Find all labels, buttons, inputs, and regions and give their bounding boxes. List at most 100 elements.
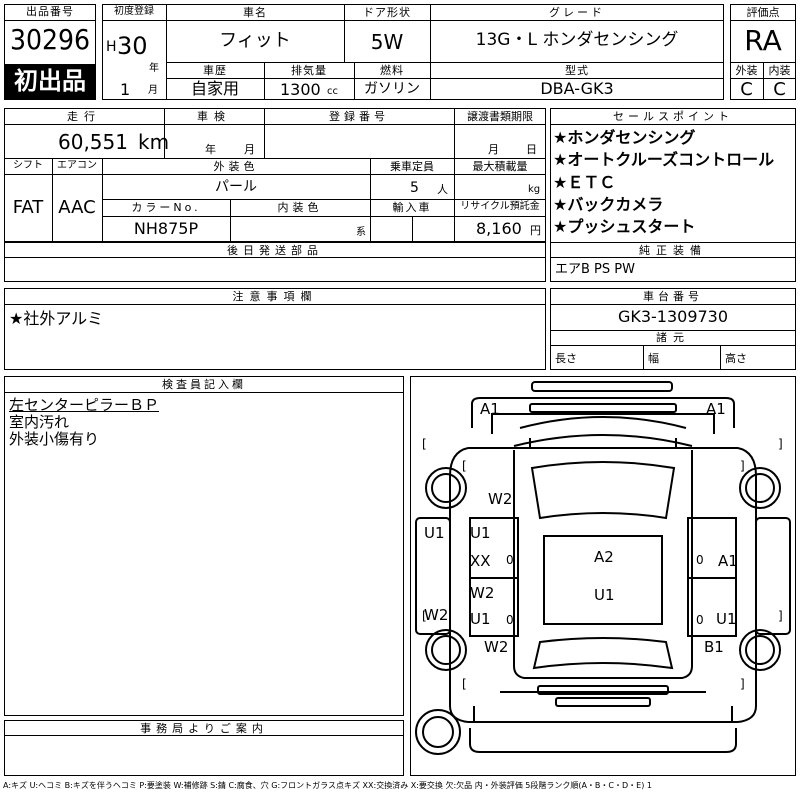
- inspector-line: 外装小傷有り: [9, 430, 100, 448]
- chassis-label: 車台番号: [643, 290, 703, 303]
- import-label: 輸入車: [392, 201, 432, 214]
- aircon-value: AAC: [58, 197, 96, 218]
- chassis-value: GK3-1309730: [617, 307, 729, 326]
- displacement-unit: cc: [327, 86, 338, 97]
- grade-value: 13G・L ホンダセンシング: [475, 30, 679, 50]
- svg-text:]: ]: [778, 609, 783, 623]
- mark-right-front-door: A1: [718, 552, 738, 570]
- dimensions-label: 諸元: [656, 331, 690, 344]
- max-load-unit: kg: [528, 184, 541, 195]
- sales-points-label: セールスポイント: [613, 110, 733, 123]
- recycle-unit: 円: [530, 224, 541, 237]
- svg-text:]: ]: [740, 459, 745, 473]
- equipment-label: 純正装備: [639, 244, 707, 257]
- lot-label: 出品番号: [26, 5, 74, 18]
- aircon-label: エアコン: [57, 160, 97, 171]
- sales-point-item: ★バックカメラ: [553, 195, 664, 214]
- notes-box: [4, 288, 546, 370]
- mileage-label: 走行: [67, 110, 101, 123]
- mark-left-rear-door-1: W2: [470, 584, 494, 602]
- exterior-label: 外装: [735, 64, 758, 77]
- model-label: 型式: [565, 64, 589, 77]
- inspection-year-unit: 年: [205, 143, 216, 156]
- equipment-value: エアB PS PW: [555, 262, 635, 277]
- history-label: 車歴: [203, 64, 227, 77]
- mark-left-rear-fender: W2: [484, 638, 508, 656]
- car-diagram: [410, 376, 796, 776]
- mark-left-front-side: U1: [424, 524, 445, 542]
- exterior-color-value: パール: [215, 179, 257, 195]
- inspector-box: [4, 376, 404, 716]
- first-listing-text: 初出品: [14, 67, 86, 95]
- sales-point-item: ★ＥＴＣ: [553, 173, 616, 192]
- exterior-color-label: 外装色: [213, 160, 259, 173]
- transfer-label: 譲渡書類期限: [467, 110, 533, 123]
- mark-left-rear-side: W2: [424, 606, 448, 624]
- shift-label: シフト: [13, 160, 43, 171]
- sales-point-item: ★ホンダセンシング: [553, 128, 696, 147]
- inspection-month-unit: 月: [244, 143, 255, 156]
- registration-label: 初度登録: [114, 6, 154, 17]
- recycle-value: 8,160: [476, 219, 522, 238]
- sales-point-item: ★プッシュスタート: [553, 217, 696, 236]
- mark-front-left: A1: [480, 400, 500, 418]
- door-value: 5W: [370, 30, 404, 54]
- chassis-box: [550, 288, 796, 370]
- door-label: ドア形状: [363, 6, 411, 19]
- mark-left-front-door-1: U1: [470, 524, 491, 542]
- svg-text:[: [: [462, 677, 467, 691]
- height-label: 高さ: [725, 352, 747, 365]
- recycle-label: リサイクル預託金: [460, 201, 540, 212]
- inspection-label: 車検: [197, 110, 231, 123]
- lot-box: [4, 4, 96, 100]
- transfer-day-unit: 日: [526, 143, 537, 156]
- svg-text:[: [: [462, 459, 467, 473]
- notes-value: ★社外アルミ: [9, 309, 104, 328]
- registration-month-unit: 月: [148, 85, 158, 96]
- shift-value: FAT: [12, 197, 44, 218]
- car-name-label: 車名: [243, 6, 267, 19]
- registration-year-unit: 年: [149, 63, 159, 74]
- inspector-label: 検査員記入欄: [162, 378, 246, 391]
- max-load-label: 最大積載量: [472, 160, 528, 173]
- transfer-month-unit: 月: [488, 143, 499, 156]
- office-label: 事務局よりご案内: [140, 722, 268, 735]
- registration-year: 30: [117, 32, 148, 60]
- sales-points-box: [550, 108, 796, 282]
- mileage-unit: km: [138, 130, 170, 154]
- mark-roof: A2: [594, 548, 614, 566]
- svg-text:0: 0: [506, 613, 514, 627]
- svg-text:]: ]: [778, 437, 783, 451]
- exterior-grade: C: [740, 79, 753, 100]
- header-grid: [102, 4, 724, 100]
- color-no-value: NH875P: [133, 219, 199, 238]
- color-no-label: カラーNo.: [131, 201, 201, 214]
- evaluation-label: 評価点: [746, 6, 780, 19]
- fuel-label: 燃料: [380, 64, 404, 77]
- interior-label: 内装: [768, 64, 791, 77]
- plate-label: 登録番号: [329, 110, 389, 123]
- mark-front-left-fender: W2: [488, 490, 512, 508]
- mark-front-right: A1: [706, 400, 726, 418]
- lot-number: 30296: [9, 23, 91, 56]
- mark-left-front-door-2: XX: [470, 552, 491, 570]
- width-label: 幅: [648, 352, 659, 365]
- svg-text:[: [: [422, 437, 427, 451]
- sales-point-item: ★オートクルーズコントロール: [553, 150, 775, 169]
- registration-era: H: [106, 39, 117, 55]
- office-box: [4, 720, 404, 776]
- mileage-value: 60,551: [58, 130, 128, 154]
- fuel-value: ガソリン: [364, 81, 420, 97]
- displacement-value: 1300: [280, 80, 321, 99]
- capacity-unit: 人: [437, 183, 448, 196]
- later-parts-label: 後日発送部品: [227, 244, 323, 257]
- inspector-line: 左センターピラーＢＰ: [9, 396, 160, 414]
- displacement-label: 排気量: [291, 64, 327, 77]
- length-label: 長さ: [555, 352, 577, 365]
- mark-roof-rear: U1: [594, 586, 615, 604]
- svg-text:]: ]: [740, 677, 745, 691]
- capacity-label: 乗車定員: [390, 160, 434, 173]
- capacity-value: 5: [410, 180, 419, 196]
- legend: A:キズ U:ヘコミ B:キズを伴うヘコミ P:要塗装 W:補修跡 S:錆 C:…: [3, 781, 652, 790]
- mark-right-rear-fender: B1: [704, 638, 724, 656]
